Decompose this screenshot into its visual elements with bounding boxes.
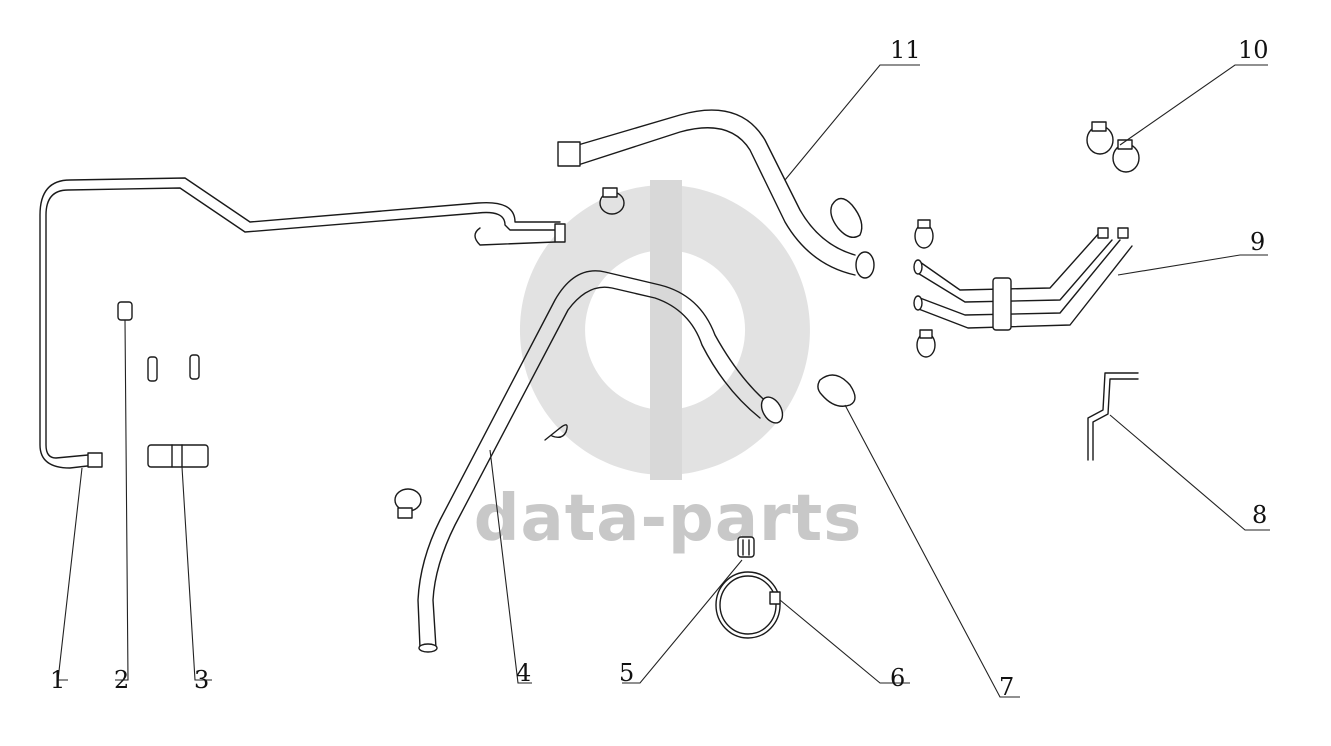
part-8-bracket bbox=[1087, 372, 1139, 461]
clamps-left bbox=[394, 187, 625, 519]
leader-1 bbox=[57, 467, 83, 681]
watermark-logo bbox=[519, 185, 810, 475]
leader-7 bbox=[844, 404, 1020, 698]
leader-3 bbox=[181, 466, 212, 681]
part-9-twin-pipe bbox=[913, 227, 1133, 331]
callout-7: 7 bbox=[999, 673, 1014, 701]
part-3-sleeve bbox=[147, 444, 209, 468]
callout-2: 2 bbox=[114, 666, 129, 694]
part-10-clamps bbox=[1086, 121, 1140, 173]
part-2-fitting bbox=[117, 301, 133, 321]
leader-10 bbox=[1119, 64, 1268, 146]
watermark-text: data-parts bbox=[474, 482, 863, 556]
part-4-hose bbox=[417, 270, 784, 653]
watermark: data-parts bbox=[474, 180, 863, 556]
leader-4 bbox=[489, 449, 532, 684]
callout-10: 10 bbox=[1238, 36, 1269, 64]
callout-8: 8 bbox=[1252, 501, 1267, 529]
callout-3: 3 bbox=[194, 666, 209, 694]
leader-8 bbox=[1109, 414, 1270, 531]
leader-lines bbox=[57, 64, 1270, 698]
watermark-logo-bar bbox=[650, 180, 682, 480]
part-6-clamp-ring bbox=[715, 571, 781, 639]
callout-6: 6 bbox=[890, 664, 905, 692]
leader-6 bbox=[779, 599, 910, 684]
callout-labels: 1 2 3 4 5 6 7 8 9 10 11 bbox=[50, 36, 1269, 701]
part-5-clip bbox=[737, 536, 755, 558]
part-7-grommet bbox=[817, 374, 856, 407]
leader-9 bbox=[1117, 254, 1268, 276]
clamps-right bbox=[914, 219, 936, 358]
callout-9: 9 bbox=[1250, 228, 1265, 256]
callout-11: 11 bbox=[890, 36, 921, 64]
small-clips bbox=[147, 354, 200, 382]
callout-5: 5 bbox=[619, 659, 634, 687]
part-11-hose bbox=[557, 109, 875, 279]
leader-11 bbox=[784, 64, 920, 181]
leader-2 bbox=[115, 319, 129, 681]
part-1-long-pipe bbox=[39, 177, 566, 469]
leader-5 bbox=[622, 559, 743, 684]
callout-1: 1 bbox=[50, 666, 65, 694]
grommet-upper bbox=[830, 197, 863, 238]
callout-4: 4 bbox=[516, 659, 531, 687]
